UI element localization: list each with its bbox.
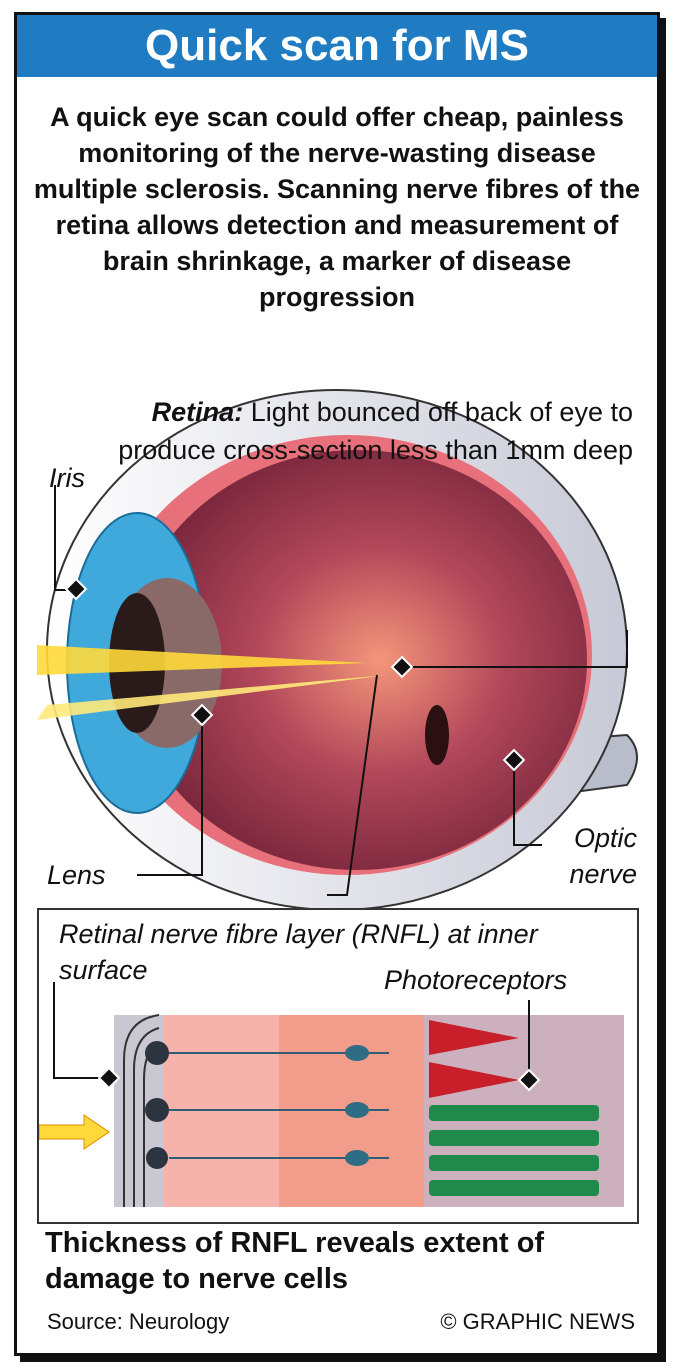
iris-label: Iris — [49, 463, 85, 493]
credit-text: © GRAPHIC NEWS — [440, 1309, 635, 1334]
incoming-light-arrow — [37, 645, 367, 675]
infographic-frame: Quick scan for MS A quick eye scan could… — [14, 12, 660, 1356]
rnfl-label: Retinal nerve fibre layer (RNFL) at inne… — [59, 919, 538, 985]
retina-term: Retina: — [151, 397, 244, 427]
rnfl-inset: Retinal nerve fibre layer (RNFL) at inne… — [37, 908, 639, 1224]
source-text: Source: Neurology — [47, 1309, 230, 1334]
retina-layers-diagram — [39, 982, 624, 1207]
intro-text: A quick eye scan could offer cheap, pain… — [33, 102, 641, 312]
retina-description: Retina: Light bounced off back of eye to… — [93, 393, 633, 469]
page-title: Quick scan for MS — [17, 15, 657, 77]
reflected-light-arrow — [37, 675, 387, 720]
eye-illustration — [37, 389, 638, 911]
optic-disc — [425, 705, 449, 765]
photoreceptors-label: Photoreceptors — [384, 965, 568, 995]
light-arrow — [39, 1114, 110, 1150]
retina-description-text: Light bounced off back of eye to produce… — [118, 397, 633, 465]
retina — [127, 450, 587, 870]
lens-label: Lens — [47, 860, 106, 890]
optic-nerve-label: Optic nerve — [569, 823, 637, 889]
conclusion-text: Thickness of RNFL reveals extent of dama… — [45, 1227, 545, 1295]
